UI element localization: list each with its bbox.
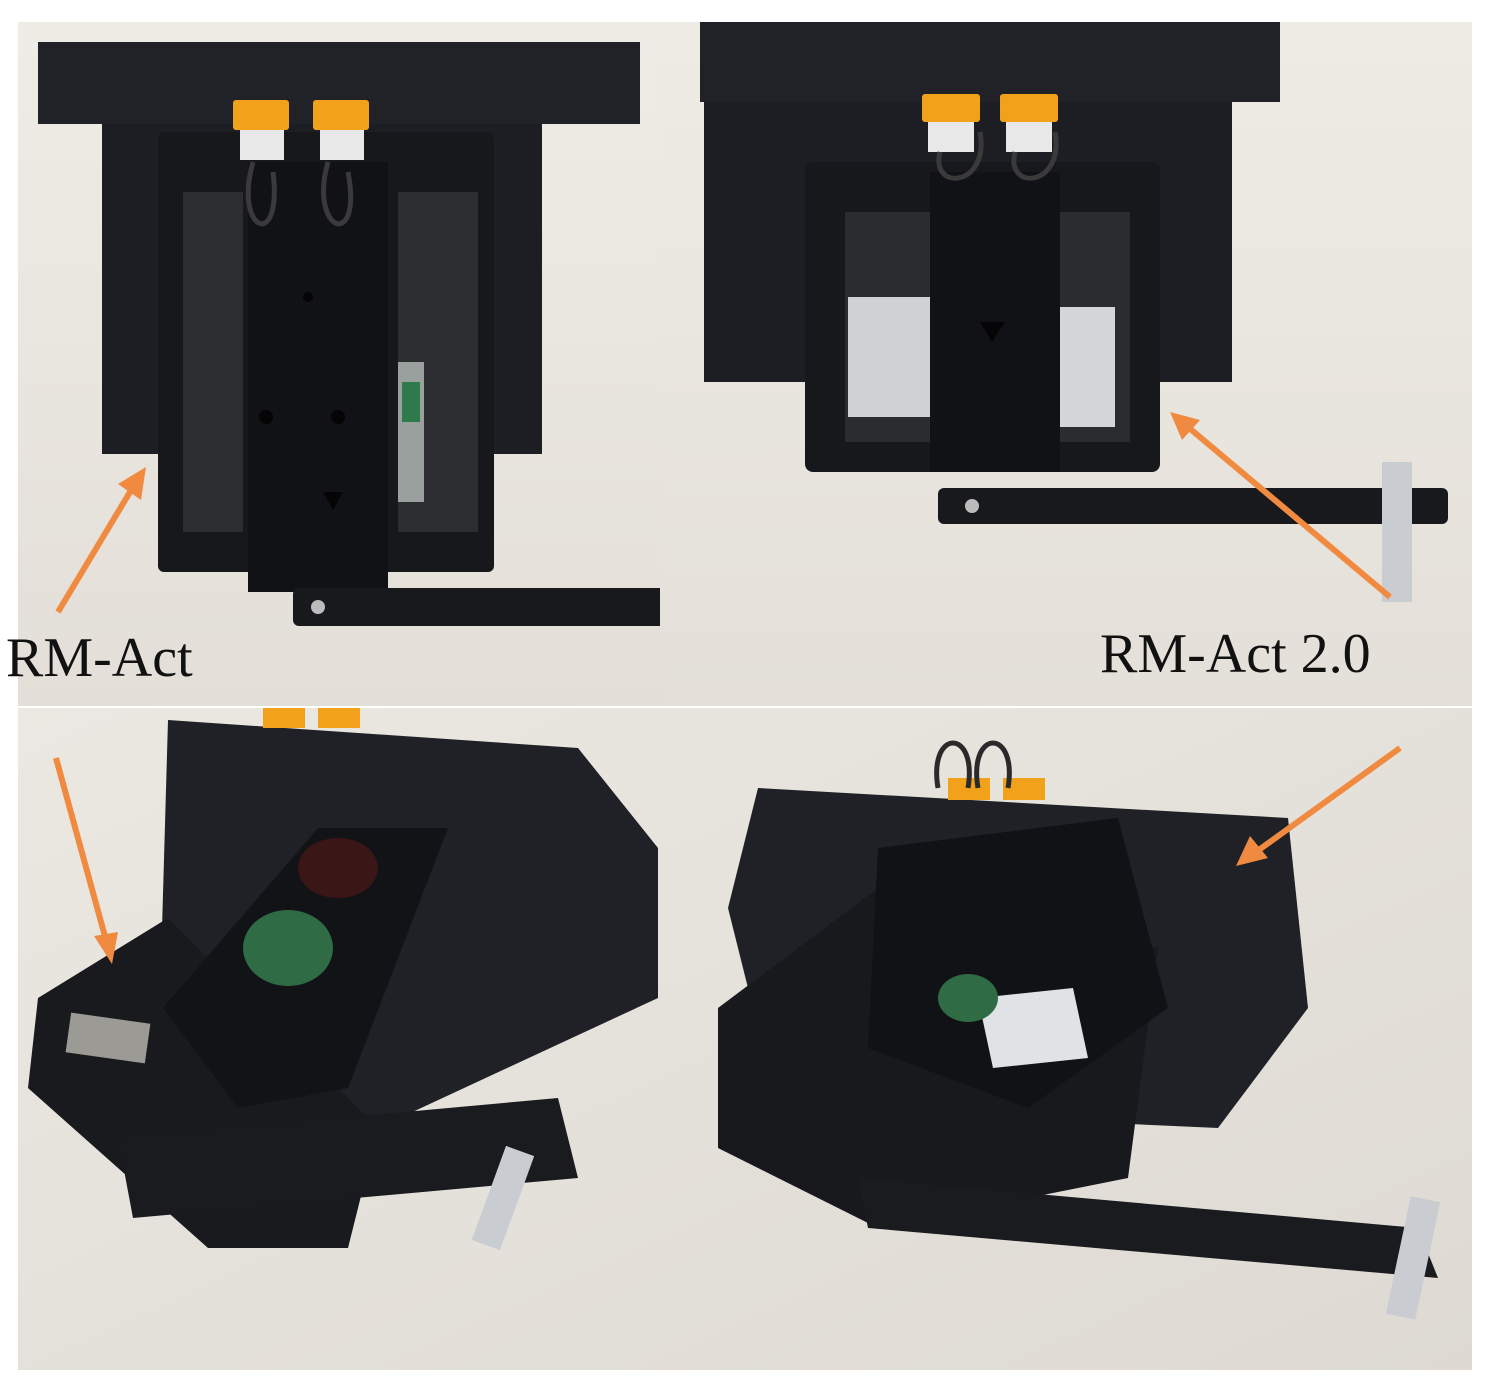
arrow-rm-act-2-top <box>1170 412 1392 600</box>
label-rm-act-2: RM-Act 2.0 <box>1100 623 1371 685</box>
arrow-rm-act-2-angled <box>1236 745 1402 866</box>
lever-arm <box>938 488 1448 524</box>
label-rm-act: RM-Act <box>6 627 193 689</box>
photo-rm-act-top <box>18 22 660 706</box>
photo-rm-act-2-top-drawing <box>660 22 1472 706</box>
base-plate-top <box>700 22 1280 102</box>
lever-arm <box>293 588 660 626</box>
arrow-rm-act-top <box>55 467 146 614</box>
photo-angled-views <box>18 708 1472 1370</box>
photo-angled-views-drawing <box>18 708 1472 1370</box>
connectors <box>922 94 1059 181</box>
photo-rm-act-2-top <box>660 22 1472 706</box>
arrow-rm-act-angled <box>53 757 118 964</box>
rm-act-2-angled <box>718 740 1441 1320</box>
rm-act-angled <box>28 708 658 1251</box>
connectors <box>233 100 369 227</box>
photo-rm-act-top-drawing <box>18 22 660 706</box>
